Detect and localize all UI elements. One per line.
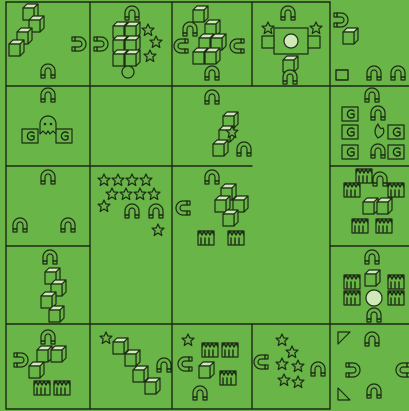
- crate-icon: [198, 231, 214, 245]
- crate-icon: [352, 219, 368, 233]
- crate-icon: [376, 219, 392, 233]
- block-icon: [125, 50, 140, 66]
- block-icon: [205, 48, 220, 64]
- crate-icon: [220, 371, 236, 385]
- block-icon: [145, 378, 160, 394]
- crate-icon: [388, 145, 404, 159]
- block-icon: [29, 362, 44, 378]
- crate-icon: [356, 169, 372, 183]
- block-icon: [113, 338, 128, 354]
- crate-icon: [388, 291, 404, 305]
- block-icon: [9, 40, 24, 56]
- crate-icon: [344, 291, 360, 305]
- crate-icon: [228, 231, 244, 245]
- crate-icon: [342, 107, 358, 121]
- crate-icon: [388, 183, 404, 197]
- boss-eye: [284, 34, 298, 48]
- crate-icon: [202, 343, 218, 357]
- crate-icon: [56, 129, 72, 143]
- block-icon: [51, 346, 66, 362]
- crate-icon: [342, 125, 358, 139]
- block-icon: [223, 210, 238, 226]
- crate-icon: [34, 381, 50, 395]
- block-icon: [365, 270, 380, 286]
- block-icon: [49, 306, 64, 322]
- crate-icon: [54, 381, 70, 395]
- crate-icon: [222, 343, 238, 357]
- block-icon: [343, 28, 358, 44]
- crate-icon: [388, 275, 404, 289]
- block-icon: [193, 6, 208, 22]
- block-icon: [37, 346, 52, 362]
- block-icon: [213, 140, 228, 156]
- sun-icon: [122, 66, 134, 78]
- crate-icon: [342, 145, 358, 159]
- block-icon: [133, 366, 148, 382]
- crate-icon: [388, 125, 404, 139]
- block-icon: [377, 198, 392, 214]
- block-icon: [199, 362, 214, 378]
- crate-icon: [344, 275, 360, 289]
- crate-icon: [344, 183, 360, 197]
- ghost-icon: [40, 116, 56, 134]
- crate-icon: [22, 129, 38, 143]
- block-icon: [363, 198, 378, 214]
- block-icon: [125, 350, 140, 366]
- ring-icon: [366, 290, 382, 306]
